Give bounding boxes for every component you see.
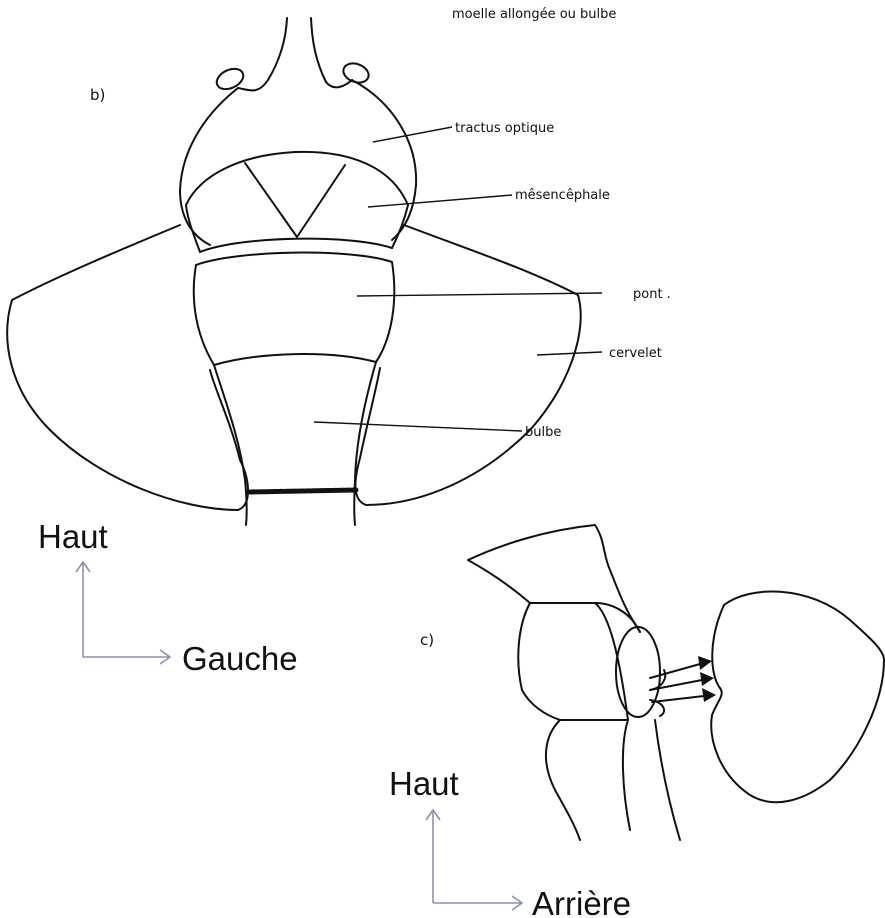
orientation-b-vertical: Haut	[38, 518, 108, 555]
bulbe-shape	[214, 362, 376, 525]
orientation-b-horizontal: Gauche	[182, 640, 298, 677]
orientation-c-vertical: Haut	[389, 765, 459, 802]
label-bulbe: bulbe	[525, 425, 561, 440]
orientation-arrows-c	[426, 810, 522, 910]
leader-lines	[314, 127, 602, 431]
cervelet-shape	[7, 225, 580, 510]
top-caption: moelle allongée ou bulbe	[452, 7, 616, 22]
panel-label-c: c)	[420, 631, 434, 649]
label-cervelet: cervelet	[609, 346, 662, 361]
cerebellum-side-view	[711, 591, 884, 802]
label-pont: pont .	[633, 287, 671, 302]
pont-shape	[194, 239, 395, 365]
orientation-arrows-b	[76, 562, 170, 664]
stalk	[268, 18, 326, 82]
orientation-c-horizontal: Arrière	[532, 885, 631, 918]
label-mesencephale: mêsencêphale	[515, 188, 610, 203]
mesencephale-shape	[186, 152, 408, 252]
label-tractus-optique: tractus optique	[455, 121, 554, 136]
panel-label-b: b)	[90, 86, 105, 104]
side-view-brainstem	[468, 525, 680, 840]
